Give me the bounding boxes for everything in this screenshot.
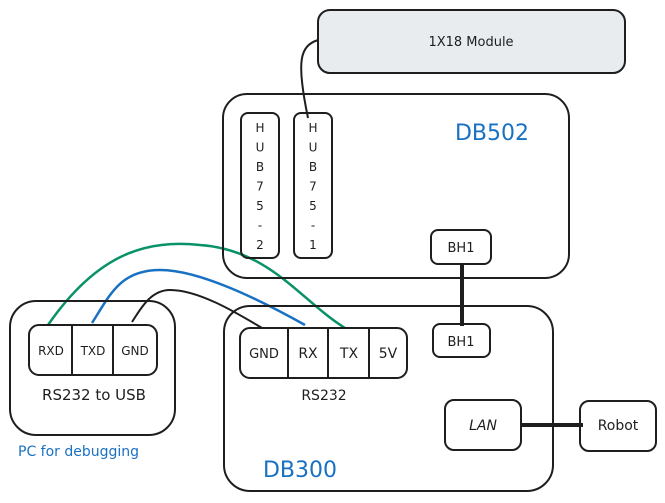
hub75-1-char: U xyxy=(309,141,318,155)
module-1x18[interactable]: 1X18 Module xyxy=(317,9,626,74)
wire-module-to-hub1 xyxy=(300,39,319,119)
board-db502[interactable]: DB502 xyxy=(222,93,570,279)
rs232-connector[interactable]: GND RX TX 5V xyxy=(239,327,408,379)
robot-label: Robot xyxy=(598,418,639,434)
board-db300[interactable]: DB300 xyxy=(223,305,554,492)
connector-hub75-1[interactable]: HUB 7 5 - 1 xyxy=(293,112,333,259)
rs232-pin-5v: 5V xyxy=(379,346,398,362)
usb-pin-gnd: GND xyxy=(121,344,149,358)
connector-hub75-2[interactable]: HUB 7 5 - 2 xyxy=(240,112,280,259)
wire-green-rxd-tx xyxy=(46,242,346,330)
hub75-1-char: - xyxy=(311,219,315,233)
rs232-label: RS232 xyxy=(301,388,346,404)
module-label: 1X18 Module xyxy=(428,35,513,50)
hub75-2-char: B xyxy=(256,160,264,174)
usb-pin-rxd: RXD xyxy=(38,344,64,358)
hub75-2-char: U xyxy=(256,141,265,155)
db300-bh1-label: BH1 xyxy=(448,335,475,350)
hub75-2-char: 2 xyxy=(256,238,264,252)
hub75-1-char: 7 xyxy=(309,180,317,194)
usb-adapter-label: RS232 to USB xyxy=(42,386,146,404)
hub75-2-char: 5 xyxy=(256,199,264,213)
hub75-1-char: 1 xyxy=(309,238,317,252)
pc-debugging-caption: PC for debugging xyxy=(18,444,139,460)
hub75-1-char: 5 xyxy=(309,199,317,213)
wire-black-gnd-gnd xyxy=(131,288,263,329)
db502-title: DB502 xyxy=(455,121,529,146)
lan-label: LAN xyxy=(469,418,497,434)
lan-port[interactable]: LAN xyxy=(444,399,522,451)
db502-bh1-connector[interactable]: BH1 xyxy=(430,229,492,265)
hub75-2-char: H xyxy=(255,121,264,135)
hub75-2-char: - xyxy=(258,219,262,233)
hub75-1-char: H xyxy=(308,121,317,135)
robot-box[interactable]: Robot xyxy=(579,400,657,452)
db502-bh1-label: BH1 xyxy=(448,241,475,256)
hub75-2-char: 7 xyxy=(256,180,264,194)
rs232-pin-tx: TX xyxy=(339,346,359,362)
hub75-1-char: B xyxy=(309,160,317,174)
usb-adapter[interactable]: RXD TXD GND RS232 to USB xyxy=(9,300,176,436)
rs232-pin-rx: RX xyxy=(298,346,318,362)
usb-pin-txd: TXD xyxy=(80,344,106,358)
rs232-pin-gnd: GND xyxy=(249,347,279,362)
db300-bh1-connector[interactable]: BH1 xyxy=(432,323,491,358)
db300-title: DB300 xyxy=(263,458,337,483)
wire-blue-txd-rx xyxy=(90,268,306,327)
